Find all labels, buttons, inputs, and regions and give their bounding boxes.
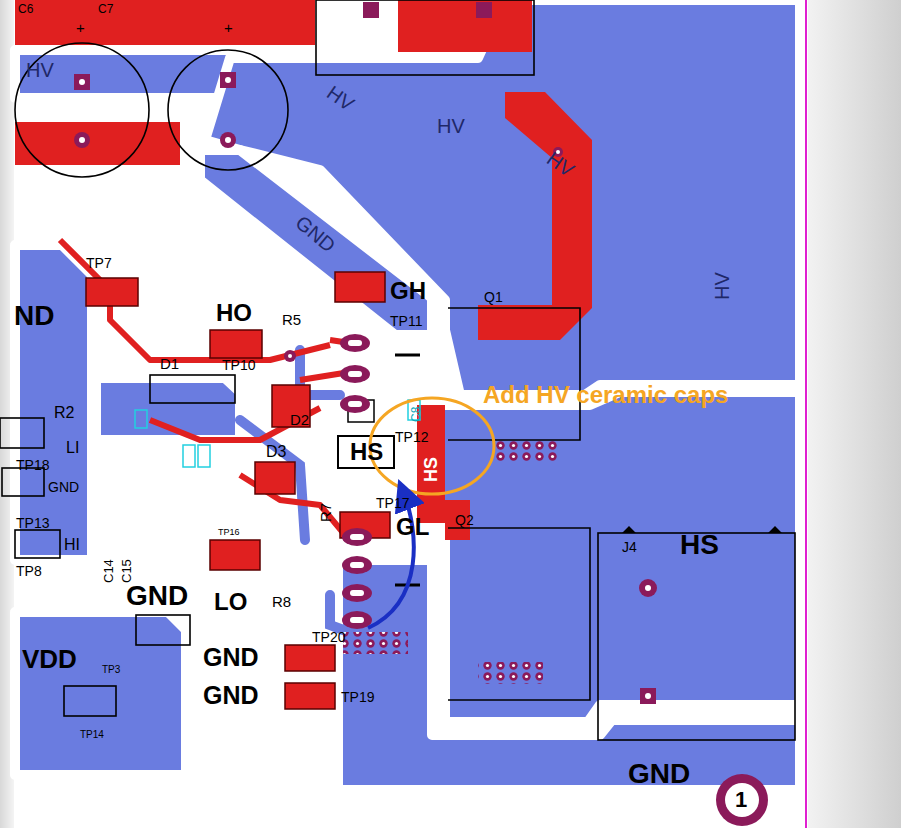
annotation-note: Add HV ceramic caps	[483, 383, 728, 407]
silkscreen-label: TP20	[312, 630, 345, 644]
silkscreen-label: C8	[410, 407, 422, 422]
silkscreen-label: TP13	[16, 516, 49, 530]
silkscreen-label: TP16	[218, 528, 240, 537]
silkscreen-label: GH	[390, 279, 426, 303]
silkscreen-label: R7	[318, 503, 333, 522]
silkscreen-label: TP19	[341, 690, 374, 704]
silkscreen-label: C7	[98, 3, 113, 15]
silkscreen-label: R2	[54, 405, 74, 421]
silkscreen-label: HV	[26, 60, 54, 80]
silkscreen-label: TP14	[80, 730, 104, 740]
silkscreen-label: GND	[48, 480, 79, 494]
silkscreen-label: Q1	[484, 290, 503, 304]
silkscreen-label: R5	[282, 312, 301, 327]
silkscreen-label: GND	[203, 683, 259, 708]
silkscreen-label: HS	[422, 457, 440, 482]
silkscreen-label: TP17	[376, 496, 409, 510]
silkscreen-label: HV	[712, 272, 732, 300]
silkscreen-label: 1	[735, 789, 747, 811]
silkscreen-label: R8	[272, 594, 291, 609]
silkscreen-label: HS	[350, 440, 383, 464]
silkscreen-label: HI	[64, 537, 80, 553]
silkscreen-label: +	[76, 20, 85, 35]
silkscreen-label: D2	[290, 412, 309, 427]
silkscreen-label: TP7	[86, 256, 112, 270]
silkscreen-label: HV	[437, 116, 465, 136]
silkscreen-label: GND	[628, 760, 690, 788]
silkscreen-label: Q2	[455, 513, 474, 527]
silkscreen-label: J4	[622, 540, 637, 554]
silkscreen-label: TP18	[16, 458, 49, 472]
silkscreen-label: TP12	[395, 430, 428, 444]
silkscreen-label: TP10	[222, 358, 255, 372]
silkscreen-label: C15	[120, 559, 133, 583]
silkscreen-label: GND	[203, 645, 259, 670]
silkscreen-label: +	[224, 20, 233, 35]
silkscreen-label: GL	[396, 515, 429, 539]
silkscreen-label: TP3	[102, 665, 120, 675]
silkscreen-label: TP8	[16, 564, 42, 578]
silkscreen-label: LI	[66, 440, 79, 456]
silkscreen-label: C6	[18, 3, 33, 15]
silkscreen-label: TP11	[390, 314, 422, 328]
silkscreen-label: ND	[14, 302, 54, 330]
silkscreen-label: HO	[216, 301, 252, 325]
silkscreen-label: VDD	[22, 646, 77, 672]
silkscreen-label: D1	[160, 356, 179, 371]
silkscreen-label: HS	[680, 531, 719, 559]
silkscreen-label: C14	[102, 559, 115, 583]
silkscreen-label: LO	[214, 590, 247, 614]
silkscreen-label: GND	[126, 582, 188, 610]
silkscreen-label: D3	[266, 444, 286, 460]
